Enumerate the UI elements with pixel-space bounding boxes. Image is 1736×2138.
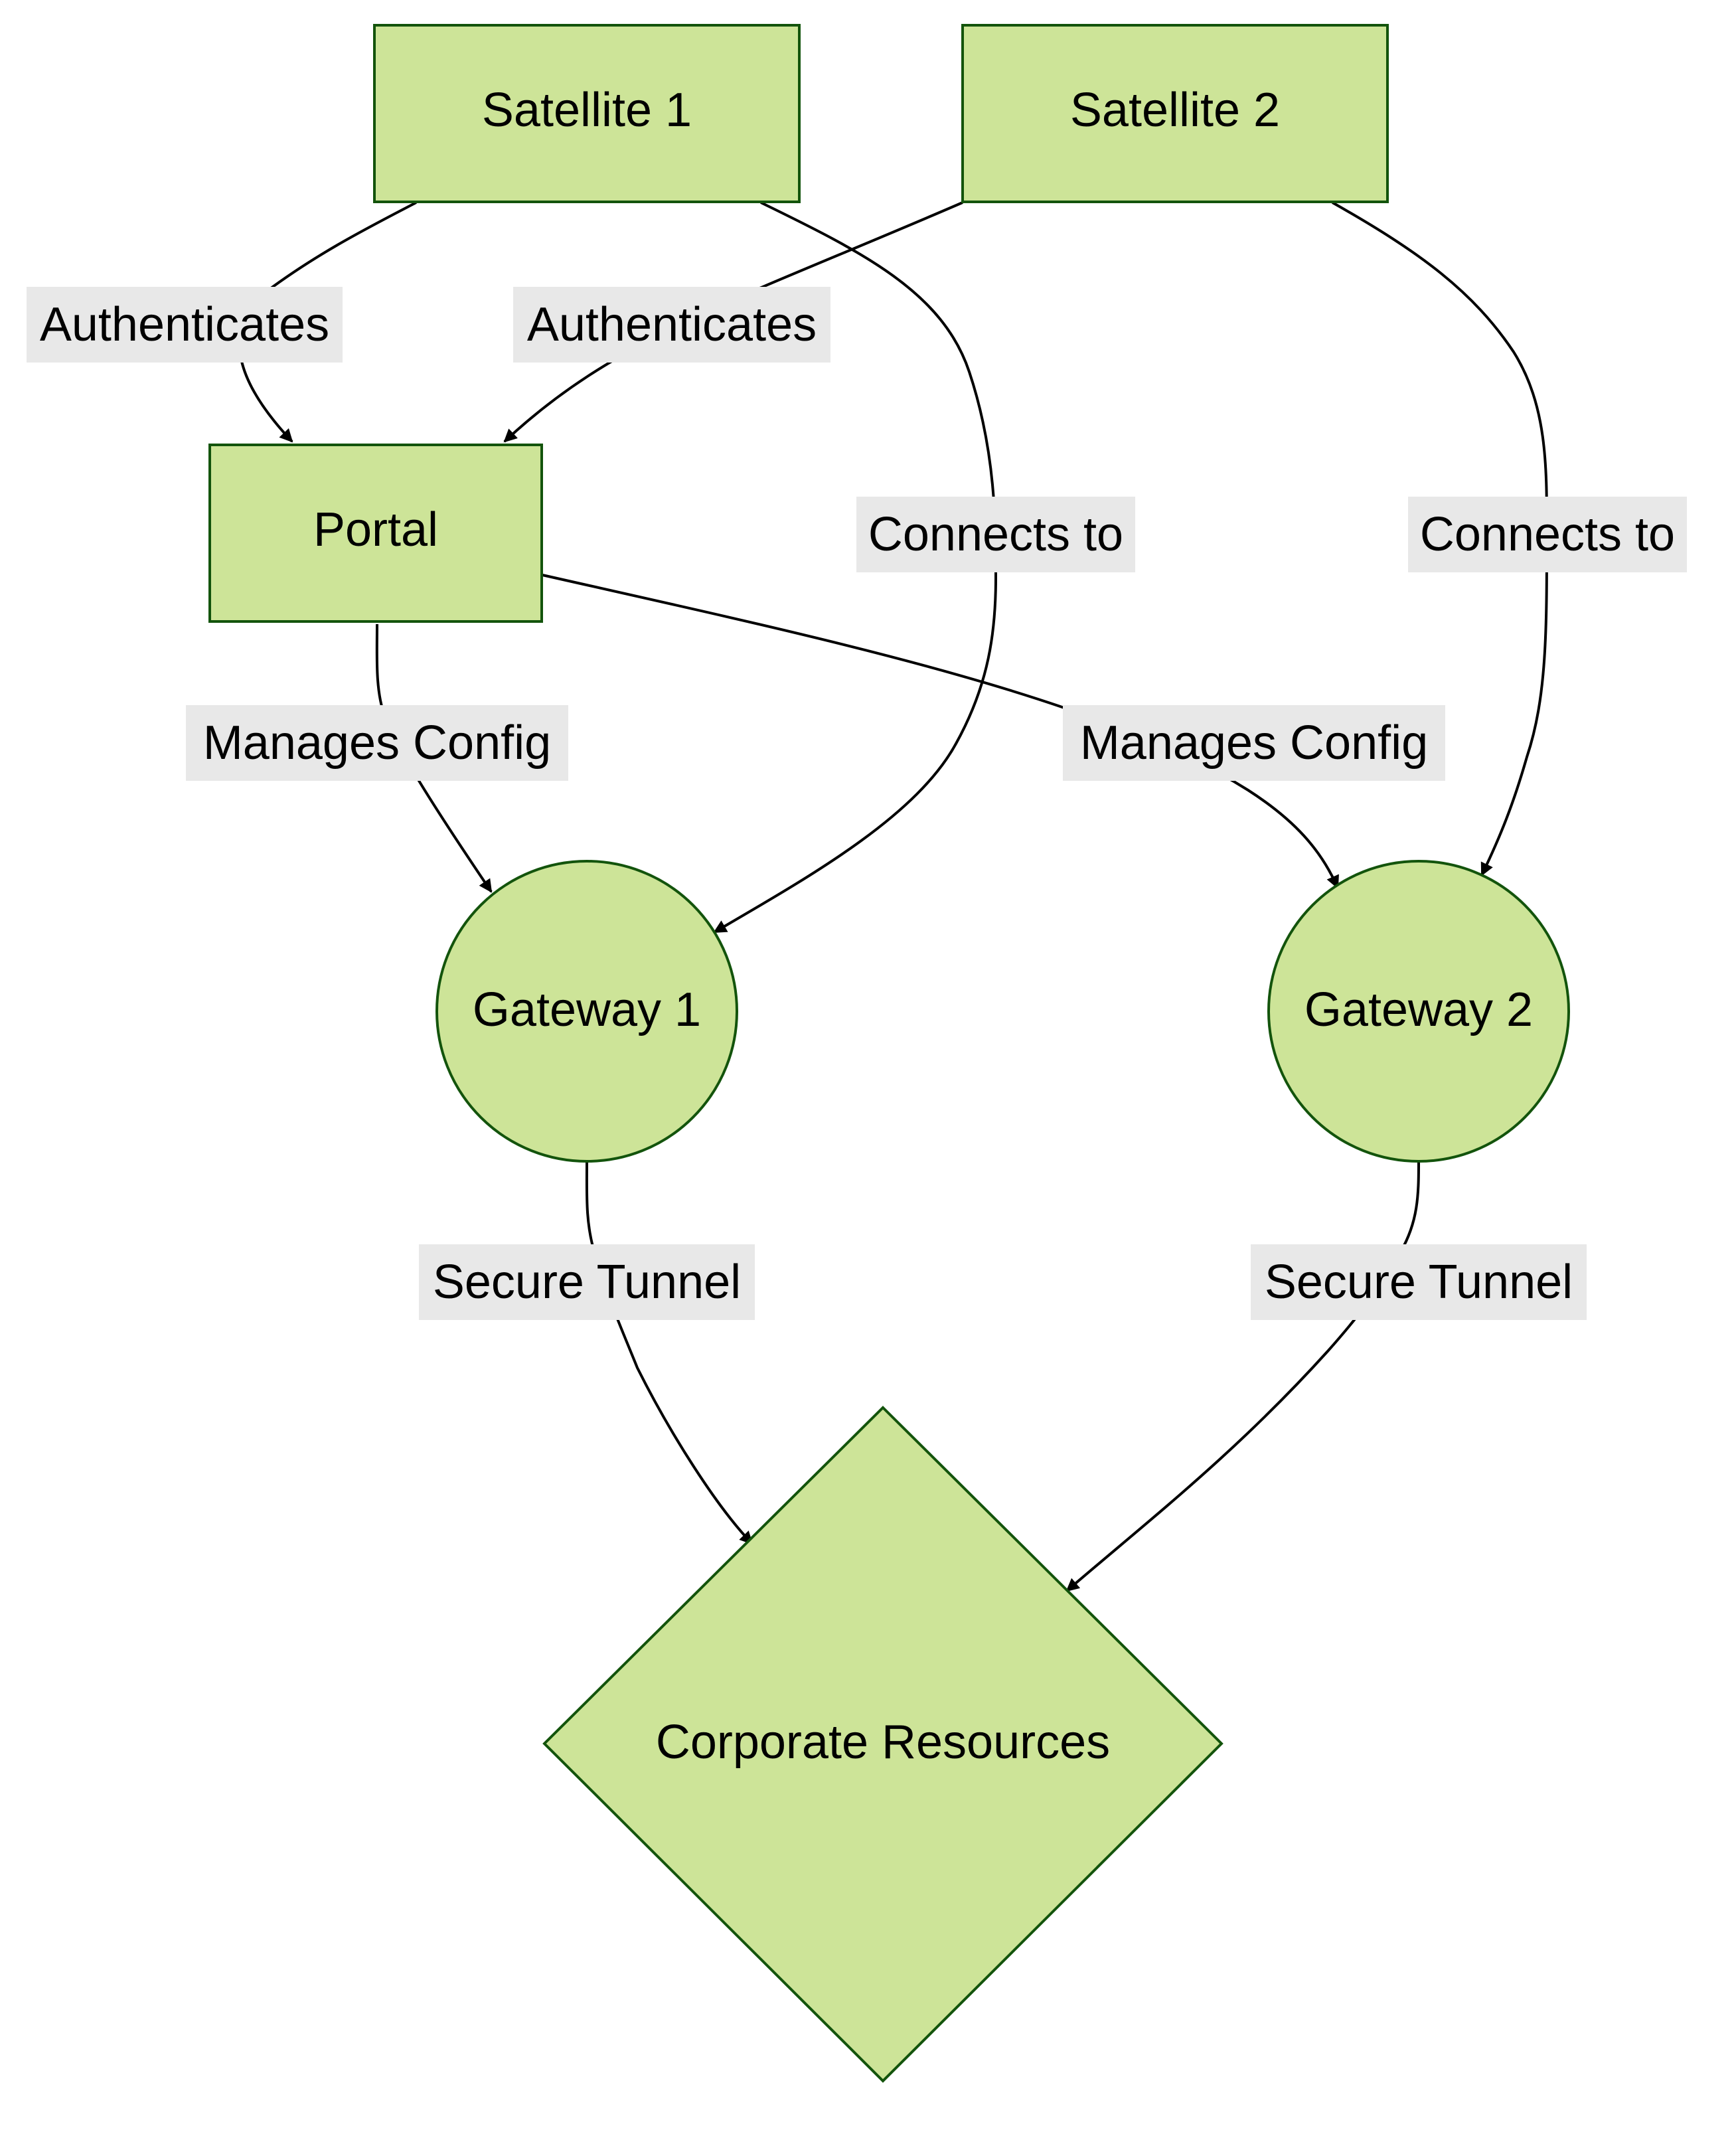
node-shape-circle	[1267, 860, 1570, 1163]
edge-label-text: Authenticates	[527, 298, 817, 351]
edge-satellite1-to-gateway1	[713, 201, 998, 934]
edge-label-gateway2-corporate: Secure Tunnel	[1251, 1244, 1587, 1320]
edge-label-satellite1-gateway1: Connects to	[856, 497, 1135, 572]
node-label: Gateway 2	[1304, 983, 1533, 1036]
edge-label-satellite2-portal: Authenticates	[513, 287, 830, 363]
edge-label-text: Secure Tunnel	[433, 1256, 741, 1309]
edge-label-text: Authenticates	[40, 298, 329, 351]
node-portal: Portal	[208, 444, 543, 623]
edge-label-text: Connects to	[1420, 508, 1675, 561]
edge-label-background	[1251, 1244, 1587, 1320]
edge-label-background	[186, 705, 568, 781]
node-shape-rectangle	[373, 24, 801, 203]
edge-label-portal-gateway2: Manages Config	[1063, 705, 1445, 781]
edge-gateway2-to-corporate	[1065, 1161, 1420, 1592]
node-gateway-1: Gateway 1	[435, 860, 738, 1163]
edge-label-background	[27, 287, 343, 363]
node-label: Portal	[313, 503, 438, 556]
edge-label-background	[856, 497, 1135, 572]
edge-labels: Authenticates Authenticates Connects to …	[27, 287, 1687, 1320]
edge-label-text: Connects to	[868, 508, 1123, 561]
node-shape-diamond	[542, 1406, 1223, 2083]
nodes: Satellite 1 Satellite 2 Portal Gateway 1…	[208, 24, 1570, 2083]
edge-label-text: Manages Config	[1080, 716, 1428, 770]
node-shape-rectangle	[208, 444, 543, 623]
edge-gateway1-to-corporate	[585, 1161, 753, 1545]
edge-label-background	[1063, 705, 1445, 781]
node-label: Corporate Resources	[656, 1716, 1110, 1769]
edge-label-background	[513, 287, 830, 363]
edge-label-satellite2-gateway2: Connects to	[1408, 497, 1687, 572]
edge-label-background	[419, 1244, 755, 1320]
edge-label-portal-gateway1: Manages Config	[186, 705, 568, 781]
node-label: Satellite 1	[482, 84, 692, 137]
edge-label-text: Manages Config	[203, 716, 551, 770]
node-shape-circle	[435, 860, 738, 1163]
node-satellite-1: Satellite 1	[373, 24, 801, 203]
edge-label-satellite1-portal: Authenticates	[27, 287, 343, 363]
node-label: Gateway 1	[473, 983, 701, 1036]
node-gateway-2: Gateway 2	[1267, 860, 1570, 1163]
edge-label-background	[1408, 497, 1687, 572]
node-corporate-resources: Corporate Resources	[542, 1406, 1223, 2083]
node-satellite-2: Satellite 2	[961, 24, 1389, 203]
edge-label-text: Secure Tunnel	[1265, 1256, 1573, 1309]
node-shape-rectangle	[961, 24, 1389, 203]
edge-label-gateway1-corporate: Secure Tunnel	[419, 1244, 755, 1320]
node-label: Satellite 2	[1070, 84, 1280, 137]
